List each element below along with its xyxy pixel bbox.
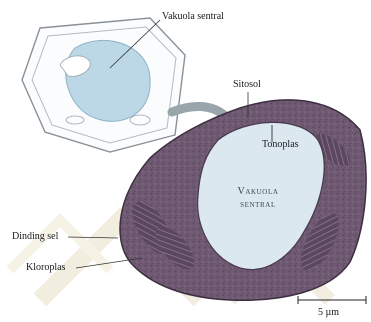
label-central-vacuole-inner: Vakuola sentral [228, 186, 288, 211]
label-central-vacuole-inner-line1: Vakuola [228, 186, 288, 199]
label-central-vacuole: Vakuola sentral [162, 12, 224, 22]
cell-sketch [22, 18, 185, 152]
label-cell-wall: Dinding sel [12, 232, 58, 242]
scale-bar-label: 5 µm [318, 308, 339, 318]
label-tonoplast: Tonoplas [262, 140, 299, 150]
label-cytosol: Sitosol [233, 80, 261, 90]
label-central-vacuole-inner-line2: sentral [228, 199, 288, 212]
label-chloroplast: Kloroplas [26, 263, 65, 273]
